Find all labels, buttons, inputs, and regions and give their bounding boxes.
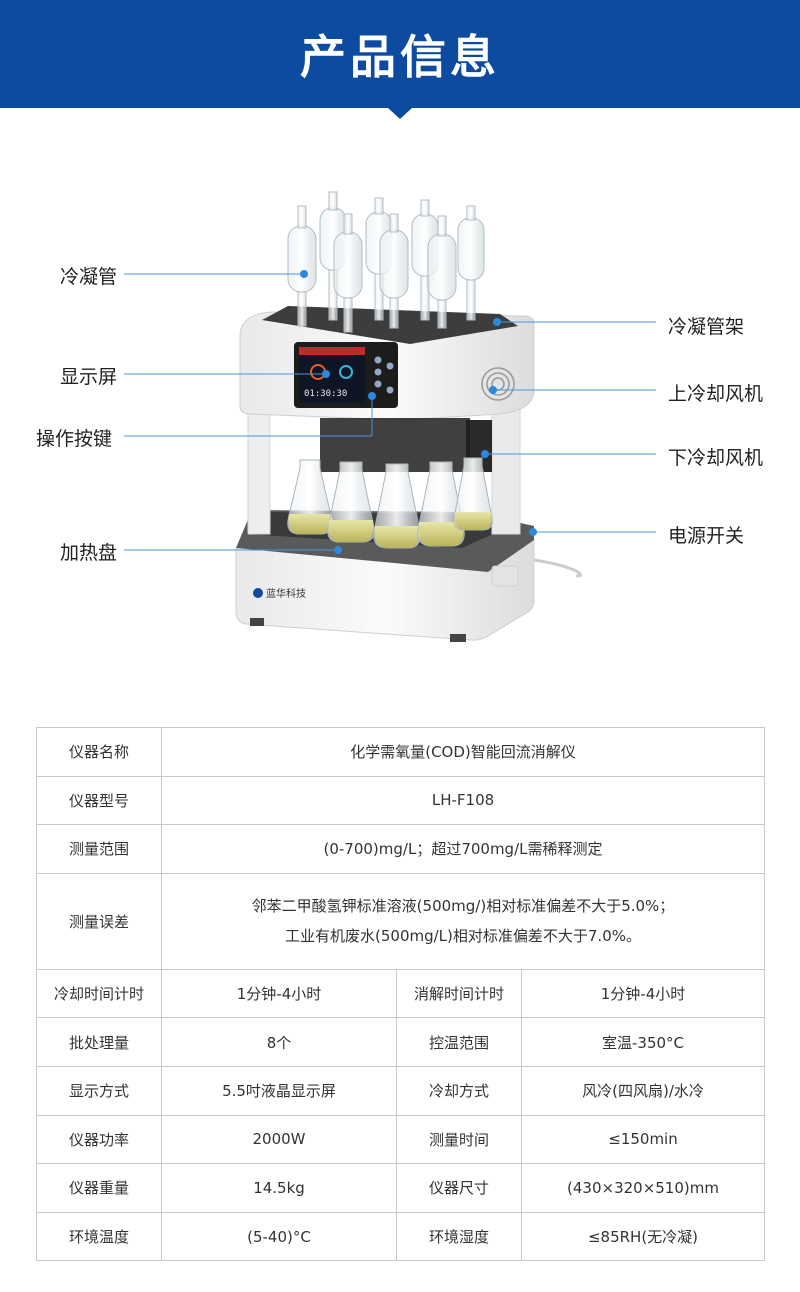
table-row: 仪器功率 2000W 测量时间 ≤150min: [36, 1114, 765, 1165]
brand-logo: 蓝华科技: [253, 587, 306, 600]
table-row: 测量误差 邻苯二甲酸氢钾标准溶液(500mg/)相对标准偏差不大于5.0%； 工…: [36, 872, 765, 970]
table-row: 冷却时间计时 1分钟-4小时 消解时间计时 1分钟-4小时: [36, 968, 765, 1019]
spec-value-line: 工业有机废水(500mg/L)相对标准偏差不大于7.0%。: [285, 927, 641, 946]
spec-value: (0-700)mg/L；超过700mg/L需稀释测定: [161, 824, 765, 874]
display-screen: 01:30:30: [294, 342, 398, 408]
callout-condenser-rack: 冷凝管架: [668, 316, 745, 338]
spec-value: 5.5吋液晶显示屏: [161, 1065, 397, 1116]
spec-value: ≤85RH(无冷凝): [521, 1211, 765, 1262]
spec-key: 仪器名称: [36, 727, 162, 777]
table-row: 测量范围 (0-700)mg/L；超过700mg/L需稀释测定: [36, 824, 765, 874]
flasks: [287, 457, 493, 549]
spec-key: 消解时间计时: [396, 968, 522, 1019]
spec-value: 风冷(四风扇)/水冷: [521, 1065, 765, 1116]
spec-value: ≤150min: [521, 1114, 765, 1165]
page-title: 产品信息: [300, 30, 500, 84]
spec-key: 冷却时间计时: [36, 968, 162, 1019]
spec-key: 测量范围: [36, 824, 162, 874]
spec-key: 批处理量: [36, 1017, 162, 1067]
table-row: 显示方式 5.5吋液晶显示屏 冷却方式 风冷(四风扇)/水冷: [36, 1065, 765, 1116]
base-vent: [491, 565, 519, 587]
callout-lines: [124, 270, 656, 554]
spec-key: 环境温度: [36, 1211, 162, 1262]
callout-lower-fan: 下冷却风机: [668, 447, 764, 469]
spec-value: 2000W: [161, 1114, 397, 1165]
spec-value: 室温-350°C: [521, 1017, 765, 1067]
spec-key: 显示方式: [36, 1065, 162, 1116]
spec-key: 冷却方式: [396, 1065, 522, 1116]
spec-value: 1分钟-4小时: [161, 968, 397, 1019]
callout-control-keys: 操作按键: [36, 428, 113, 450]
spec-value: 14.5kg: [161, 1163, 397, 1213]
spec-key: 仪器重量: [36, 1163, 162, 1213]
header-banner: 产品信息: [0, 0, 800, 108]
spec-key: 测量时间: [396, 1114, 522, 1165]
callout-display-screen: 显示屏: [60, 366, 118, 388]
product-illustration: 蓝华科技 01:30:30: [0, 130, 800, 690]
spec-table: 仪器名称 化学需氧量(COD)智能回流消解仪 仪器型号 LH-F108 测量范围…: [36, 727, 765, 1262]
table-row: 环境温度 (5-40)°C 环境湿度 ≤85RH(无冷凝): [36, 1211, 765, 1262]
table-row: 仪器名称 化学需氧量(COD)智能回流消解仪: [36, 727, 765, 777]
power-cable: [533, 558, 582, 578]
spec-value: 1分钟-4小时: [521, 968, 765, 1019]
condenser-tubes: [287, 191, 485, 333]
spec-value: 8个: [161, 1017, 397, 1067]
callout-condenser-tube: 冷凝管: [60, 266, 118, 288]
spec-key: 环境湿度: [396, 1211, 522, 1262]
table-row: 仪器重量 14.5kg 仪器尺寸 (430×320×510)mm: [36, 1163, 765, 1213]
spec-value: (5-40)°C: [161, 1211, 397, 1262]
spec-value-line: 邻苯二甲酸氢钾标准溶液(500mg/)相对标准偏差不大于5.0%；: [251, 897, 675, 916]
spec-key: 仪器尺寸: [396, 1163, 522, 1213]
callout-heating-plate: 加热盘: [60, 542, 118, 564]
control-keys: [374, 356, 394, 394]
spec-value: LH-F108: [161, 775, 765, 826]
svg-text:01:30:30: 01:30:30: [304, 389, 347, 399]
spec-key: 测量误差: [36, 872, 162, 970]
spec-key: 控温范围: [396, 1017, 522, 1067]
spec-key: 仪器型号: [36, 775, 162, 826]
svg-text:蓝华科技: 蓝华科技: [266, 587, 306, 600]
spec-value: 化学需氧量(COD)智能回流消解仪: [161, 727, 765, 777]
callout-upper-fan: 上冷却风机: [668, 383, 764, 405]
product-image: 蓝华科技 01:30:30: [124, 191, 656, 642]
banner-notch: [388, 108, 412, 119]
table-row: 仪器型号 LH-F108: [36, 775, 765, 826]
spec-value: 邻苯二甲酸氢钾标准溶液(500mg/)相对标准偏差不大于5.0%； 工业有机废水…: [161, 872, 765, 970]
spec-key: 仪器功率: [36, 1114, 162, 1165]
table-row: 批处理量 8个 控温范围 室温-350°C: [36, 1017, 765, 1067]
spec-value: (430×320×510)mm: [521, 1163, 765, 1213]
upper-fan-grille: [481, 367, 515, 401]
callout-power-switch: 电源开关: [668, 525, 745, 547]
